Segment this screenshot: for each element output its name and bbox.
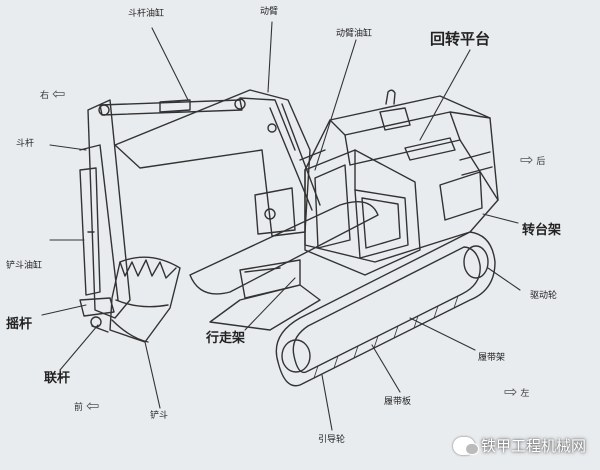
left-arrow-icon: ⇦	[86, 396, 100, 415]
leader-lines	[41, 21, 521, 431]
direction-front: 前 ⇦	[74, 398, 99, 414]
label-turntable: 回转平台	[430, 30, 491, 48]
undercarriage	[189, 201, 496, 387]
label-rocker: 摇杆	[6, 317, 33, 332]
upper-structure	[299, 89, 499, 276]
label-boom-cylinder: 动臂油缸	[336, 29, 373, 39]
label-bucket: 铲斗	[150, 411, 169, 421]
direction-right: 右 ⇦	[40, 86, 65, 102]
label-arm: 斗杆	[16, 139, 35, 149]
direction-right-label: 右	[40, 90, 50, 101]
direction-left-label: 左	[520, 388, 530, 399]
direction-front-label: 前	[74, 402, 84, 413]
label-link: 联杆	[44, 371, 71, 386]
watermark-text: 铁甲工程机械网	[480, 437, 586, 455]
label-arm-cylinder: 斗杆油缸	[128, 9, 165, 19]
label-travel-frame: 行走架	[206, 331, 246, 346]
label-bucket-cylinder: 铲斗油缸	[6, 261, 43, 271]
arm-cylinder	[98, 98, 246, 116]
label-track-frame: 履带架	[478, 353, 506, 363]
chat-bubble-icon	[452, 436, 479, 455]
label-boom: 动臂	[260, 7, 279, 17]
label-idler-wheel: 引导轮	[318, 435, 346, 445]
direction-rear: ⇨ 后	[520, 152, 545, 168]
direction-left: ⇨ 左	[504, 384, 529, 400]
boom	[114, 89, 321, 237]
bucket	[79, 256, 181, 343]
label-track-plate: 履带板	[384, 397, 412, 407]
right-arrow-icon: ⇨	[504, 382, 518, 401]
left-arrow-icon: ⇦	[52, 84, 66, 103]
label-drive-wheel: 驱动轮	[530, 291, 558, 301]
watermark: 铁甲工程机械网	[452, 435, 586, 456]
stick	[79, 99, 131, 319]
label-slewing-frame: 转台架	[522, 223, 562, 238]
direction-rear-label: 后	[536, 156, 546, 167]
right-arrow-icon: ⇨	[520, 150, 534, 169]
